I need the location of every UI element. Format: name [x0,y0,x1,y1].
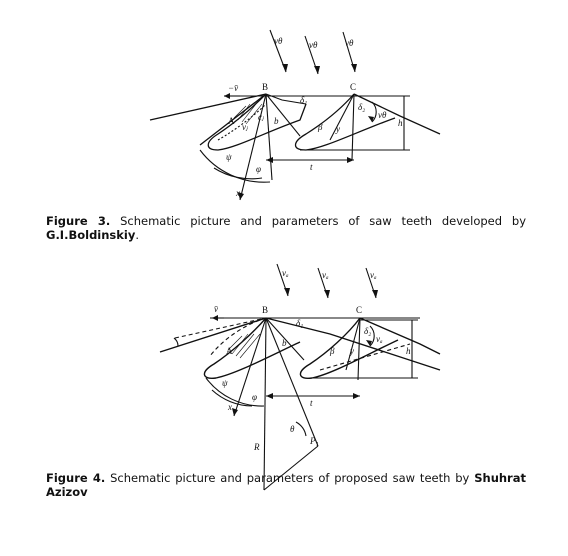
tooth-back-line [159,317,267,353]
figure-4-caption: Figure 4. Schematic picture and paramete… [46,471,526,499]
label-h: h [398,118,403,128]
tooth-1-outline [207,93,307,151]
caption-author: Shuhrat Azizov [46,471,526,499]
tooth-1-outline [203,317,301,379]
label-v1: vₐ [282,268,289,278]
label-P: P₁ [309,436,319,446]
caption-text: Schematic picture and parameters of saw … [110,214,526,228]
label-vb: vθ [378,110,387,120]
label-y: y [335,124,340,134]
label-cr: cⱼ [258,112,265,122]
label-theta: θ [290,424,295,434]
label-B: B [262,305,268,315]
figure-3-diagram: vθ vθ vθ −v̄ B C A b δ₁ δ₂ β y h t φ ψ x… [149,29,441,201]
caption-text: Schematic picture and parameters of prop… [105,471,475,485]
caption-number: Figure 4. [46,471,106,485]
tooth-2-outline [299,317,399,379]
x-axis-line [239,93,267,201]
label-vbar: −v̄ [228,83,238,93]
caption-number: Figure 3. [46,214,111,228]
label-v2: vₐ [322,270,329,280]
label-R: R [253,442,260,452]
hatch-area [233,103,263,125]
label-x: x [235,188,240,198]
label-B: B [262,82,268,92]
label-t: t [310,162,313,172]
label-v2: vθ [309,40,318,50]
figure-4: vₐ vₐ vₐ v̄ B C b δ₁ δ₂ β y h t φ ψ x R … [0,250,568,556]
label-v1: vθ [274,36,283,46]
label-h: h [406,346,411,356]
label-psi: ψ [222,378,228,388]
figure-3-caption: Figure 3. Schematic picture and paramete… [46,214,526,242]
label-A: A [228,116,235,126]
figure-3: vθ vθ vθ −v̄ B C A b δ₁ δ₂ β y h t φ ψ x… [0,0,568,250]
caption-author: G.I.Boldinskiy [46,228,136,242]
label-psi: ψ [226,152,232,162]
tooth-2-outline [294,93,396,151]
label-v3: vₐ [370,270,377,280]
hatch-area [227,333,261,359]
label-phi: φ [252,392,257,402]
label-C: C [356,305,362,315]
caption-end: . [135,228,140,242]
label-b: b [274,116,279,126]
label-phi: φ [256,164,261,174]
x-axis-line [233,317,267,417]
label-delta1: δ₁ [300,95,307,105]
label-v3: vθ [345,38,354,48]
label-beta: β [329,346,335,356]
figure-4-diagram: vₐ vₐ vₐ v̄ B C b δ₁ δ₂ β y h t φ ψ x R … [159,263,441,491]
label-vr: vⱼ [242,122,249,132]
label-vbar: v̄ [214,304,218,314]
label-beta: β [317,122,323,132]
R-line [263,317,267,491]
label-C: C [350,82,356,92]
label-delta1: δ₁ [296,318,303,328]
tooth-2-back [359,317,441,355]
phi-arc [199,149,271,183]
label-A: A [226,346,233,356]
label-vb: vₐ [376,334,383,344]
label-t: t [310,398,313,408]
label-delta2: δ₂ [364,326,371,336]
label-y: y [349,346,354,356]
phi-arc [205,377,265,407]
tooth-back-line [199,93,267,146]
label-b: b [282,338,287,348]
label-x: x [227,402,232,412]
tooth-2-back [353,93,441,135]
label-delta2: δ₂ [358,102,365,112]
